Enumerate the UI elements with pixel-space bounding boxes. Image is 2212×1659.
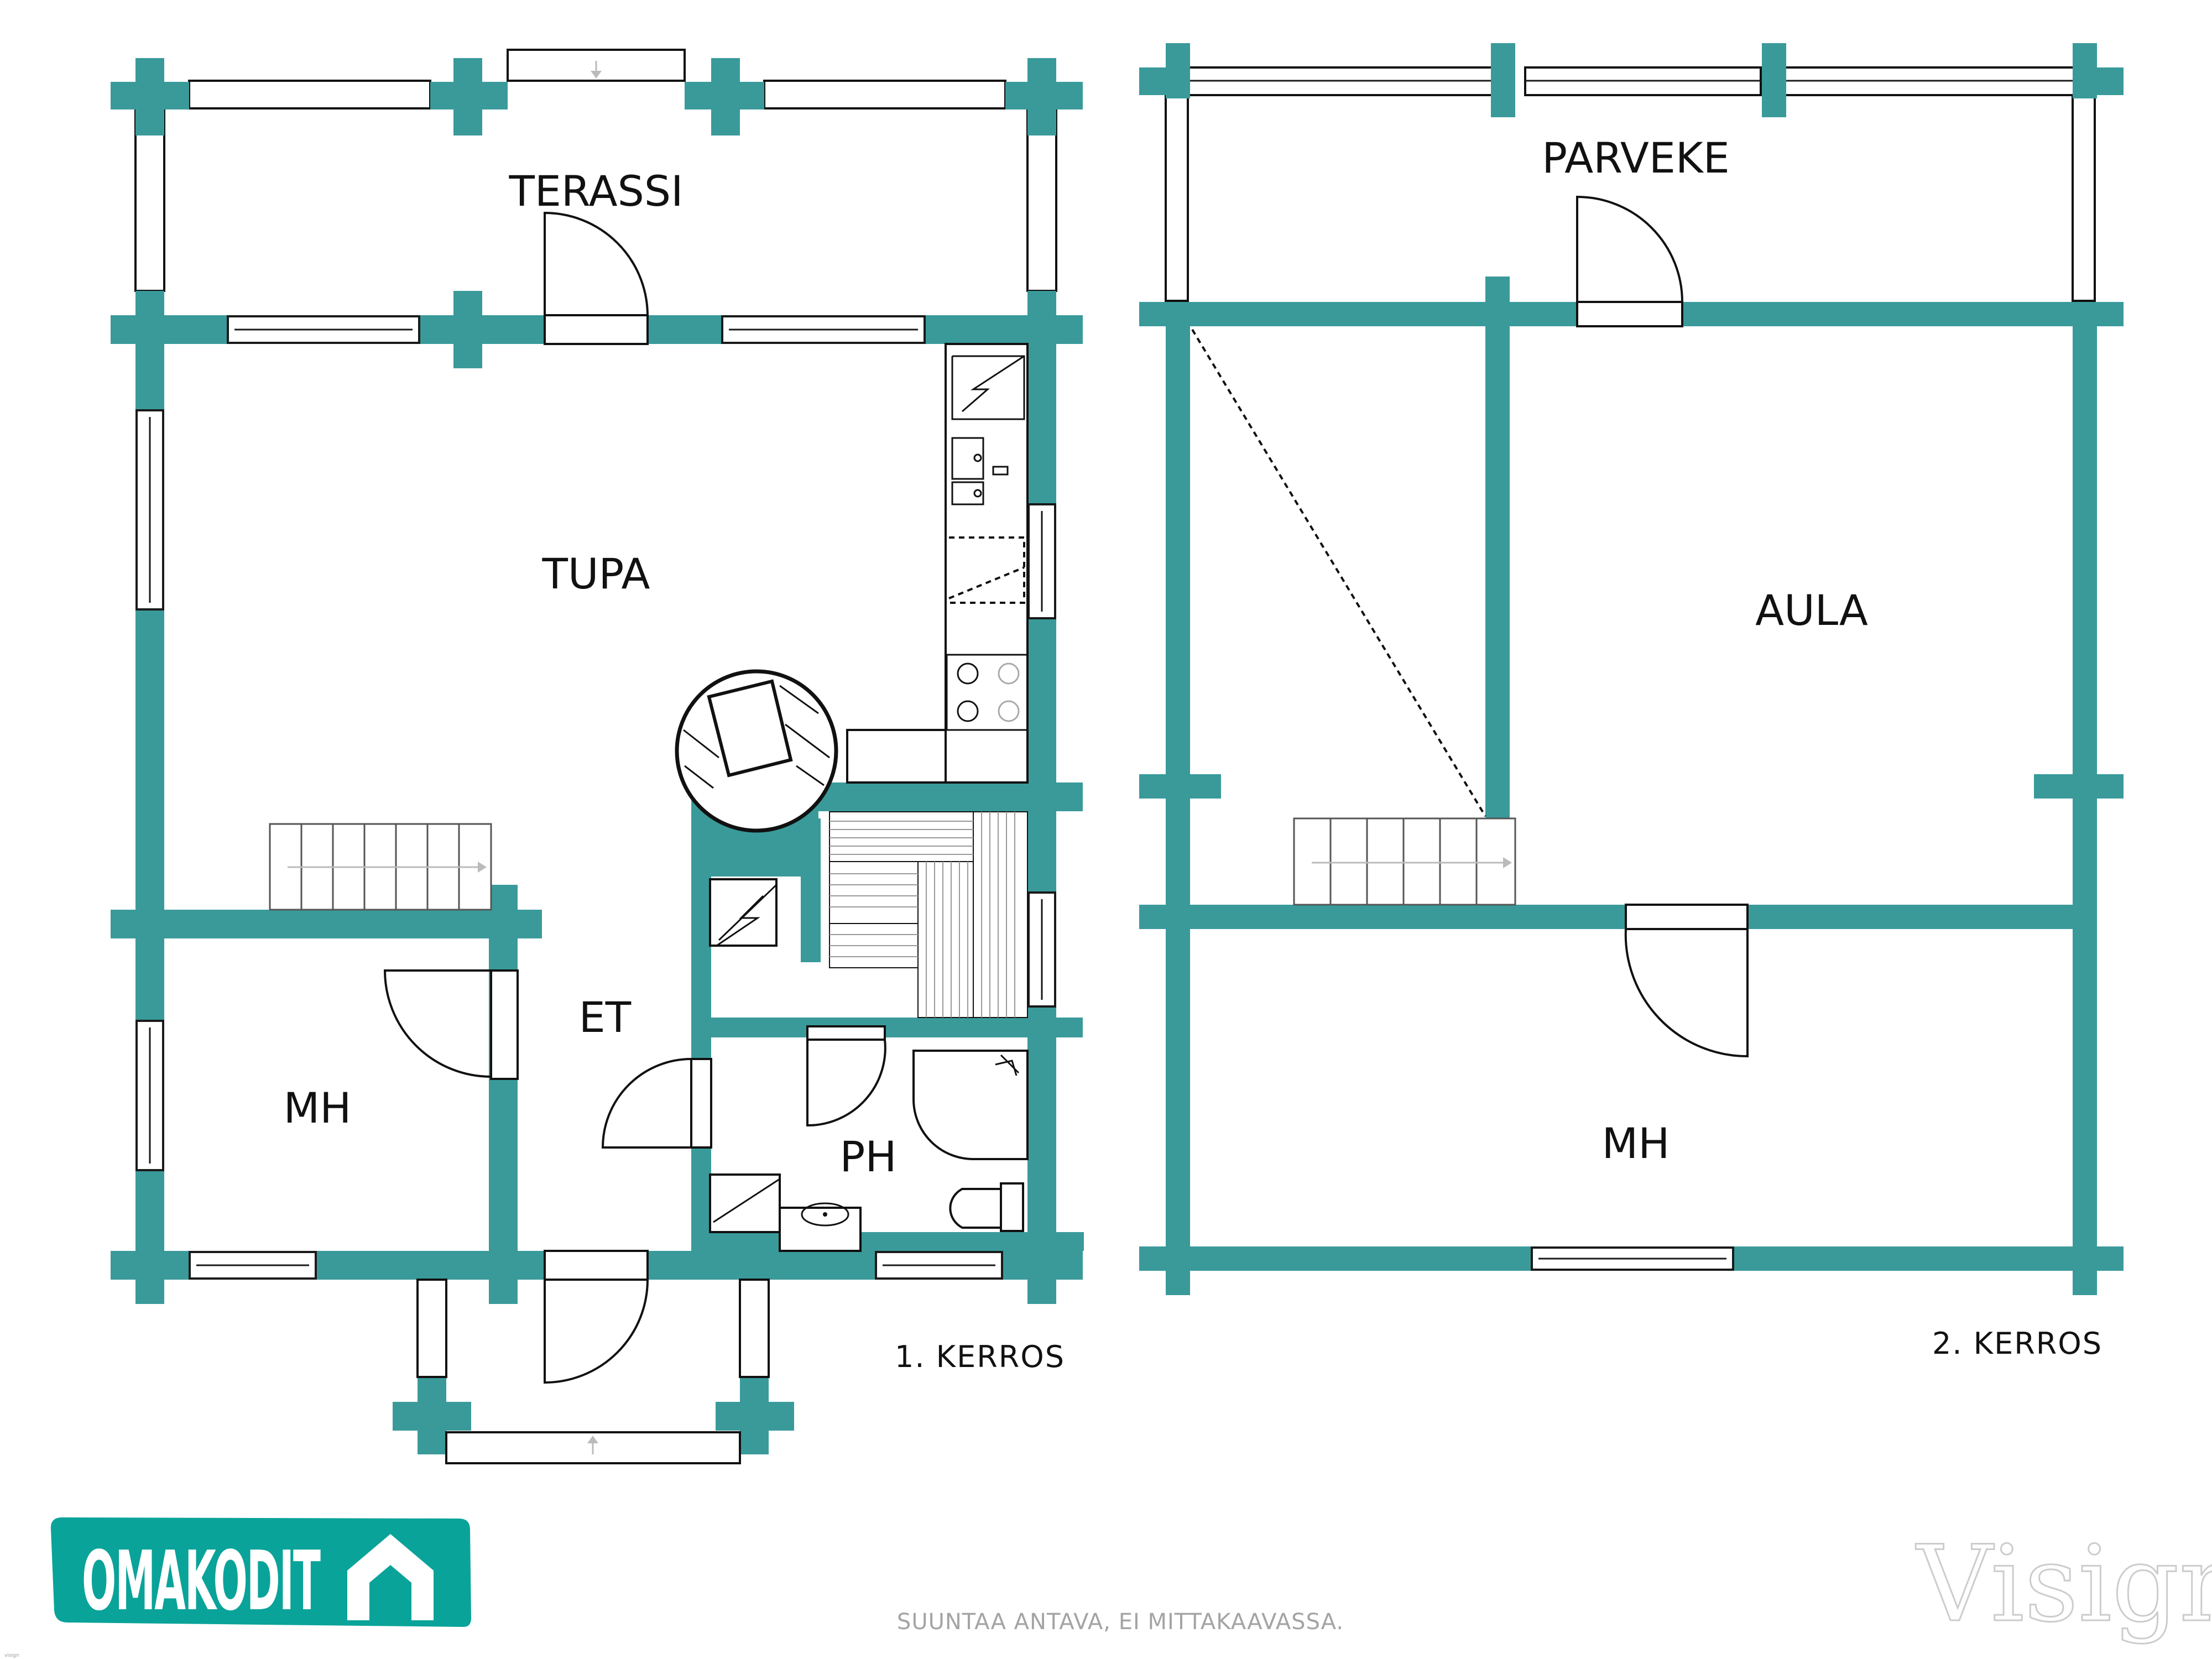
fridge-symbol — [962, 355, 1025, 413]
tiny-credit: visign — [4, 1653, 19, 1658]
porch-railing — [416, 1279, 447, 1378]
room-label-mh-floor2: MH — [1602, 1119, 1670, 1168]
sauna-benches — [829, 811, 1028, 1018]
stove-icon — [946, 654, 1029, 731]
terrace-railing — [1026, 107, 1057, 292]
room-label-et: ET — [579, 993, 632, 1042]
room-label-aula: AULA — [1755, 586, 1868, 635]
technical-room — [709, 878, 778, 947]
counter-extension — [846, 729, 947, 784]
floor-label-2: 2. KERROS — [1932, 1326, 2103, 1361]
open-to-below-line — [1191, 328, 1486, 817]
room-label-terassi: TERASSI — [508, 166, 683, 216]
room-label-ph: PH — [840, 1132, 897, 1181]
floor-2-doors — [1576, 195, 1749, 1058]
balcony-railing — [2072, 94, 2096, 302]
disclaimer-text: SUUNTAA ANTAVA, EI MITTAKAAVASSA. — [897, 1609, 1344, 1635]
floor-2-window — [1531, 1246, 1734, 1271]
room-label-mh-floor1: MH — [284, 1083, 352, 1133]
fireplace-icon — [675, 669, 838, 833]
shower-enclosure — [912, 1050, 1029, 1160]
floor-2-walls — [1139, 43, 2124, 1295]
floor-2-plan — [1139, 43, 2124, 1295]
terrace-railing — [134, 107, 165, 292]
floor-2-stairs — [1293, 817, 1516, 906]
floor-1-plan — [111, 49, 1084, 1464]
heater-symbol — [713, 1178, 780, 1223]
room-label-parveke: PARVEKE — [1542, 133, 1729, 182]
sink-counter — [779, 1207, 862, 1252]
floor-1-doors — [383, 211, 886, 1384]
floor-label-1: 1. KERROS — [895, 1339, 1065, 1374]
omakodit-logo: OMAKODIT — [50, 1517, 472, 1629]
toilet-icon — [949, 1188, 1002, 1229]
toilet-tank — [1000, 1182, 1024, 1232]
entry-arrow-head — [587, 1436, 598, 1443]
sink-icon — [951, 437, 984, 480]
floor-1-stairs — [269, 823, 492, 911]
terrace-railing — [763, 80, 1006, 109]
porch-railing — [739, 1279, 770, 1378]
bathroom-fixtures — [709, 1050, 1029, 1252]
floor-1-windows — [135, 315, 1056, 1280]
shower-head-icon — [995, 1054, 1020, 1076]
kitchen — [846, 343, 1029, 784]
kitchen-counter — [945, 343, 1029, 784]
house-icon — [347, 1534, 434, 1620]
terrace-railing — [188, 80, 431, 109]
room-label-tupa: TUPA — [541, 549, 650, 598]
balcony-railing — [1165, 94, 1189, 302]
washbasin-icon — [801, 1202, 849, 1227]
logo-text: OMAKODIT — [82, 1533, 321, 1629]
visign-watermark: Visign — [1916, 1523, 2212, 1645]
terrace-posts — [111, 58, 1083, 135]
entry-arrow-head — [591, 71, 602, 79]
